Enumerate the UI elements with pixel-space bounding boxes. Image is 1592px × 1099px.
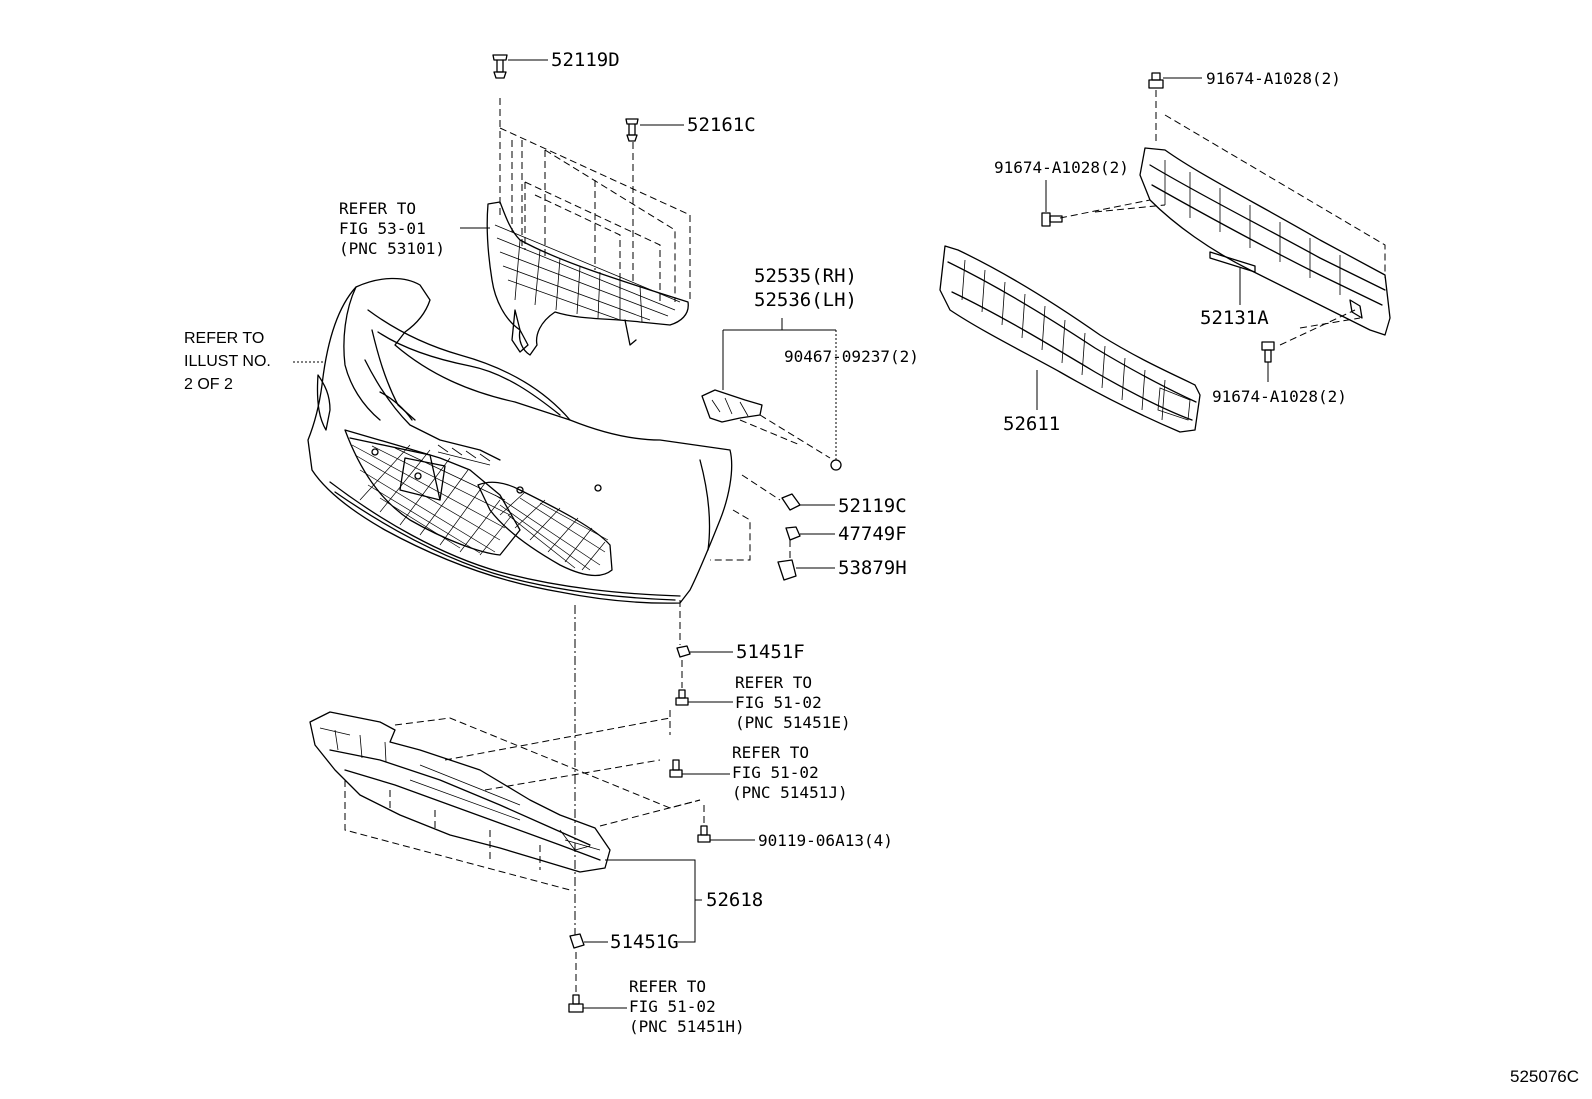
bolt-51451h	[568, 994, 627, 1013]
ref-illust-line1: REFER TO	[184, 330, 264, 347]
retainer-clip-hole	[830, 459, 842, 471]
reinforcement-guides	[1059, 90, 1386, 346]
ref-h-line2: FIG 51-02	[629, 997, 716, 1016]
bolt-91674-bot	[1261, 341, 1275, 382]
bolt-91674-mid	[1041, 180, 1063, 227]
radiator-grille	[486, 201, 689, 356]
leader-52618	[605, 859, 696, 943]
label-52618: 52618	[706, 889, 763, 911]
nut-51451g	[569, 933, 608, 949]
nut-51451f	[676, 645, 733, 658]
label-90119: 90119-06A13(4)	[758, 831, 893, 850]
nut-47749f	[785, 526, 835, 541]
clip-52119d	[492, 54, 548, 79]
label-52161c: 52161C	[687, 114, 756, 136]
ref-e-line3: (PNC 51451E)	[735, 713, 851, 732]
label-53879h: 53879H	[838, 557, 907, 579]
bolt-51451j	[669, 759, 730, 778]
ref-illust-line2: ILLUST NO.	[184, 353, 271, 370]
label-52119d: 52119D	[551, 49, 620, 71]
ref-j-line3: (PNC 51451J)	[732, 783, 848, 802]
ref-h-line1: REFER TO	[629, 977, 706, 996]
ref-grille-line3: (PNC 53101)	[339, 239, 445, 258]
label-52131a: 52131A	[1200, 307, 1269, 329]
bumper-reinforcement	[1139, 147, 1391, 336]
label-90467: 90467-09237(2)	[784, 347, 919, 366]
label-52119c: 52119C	[838, 495, 907, 517]
ref-j-line1: REFER TO	[732, 743, 809, 762]
ref-h-line3: (PNC 51451H)	[629, 1017, 745, 1036]
label-47749f: 47749F	[838, 523, 907, 545]
ref-j-line2: FIG 51-02	[732, 763, 819, 782]
retainer-53879h	[777, 559, 835, 581]
energy-absorber	[939, 245, 1201, 433]
bolt-90119	[697, 825, 755, 843]
ref-e-line2: FIG 51-02	[735, 693, 822, 712]
ref-e-line1: REFER TO	[735, 673, 812, 692]
bumper-side-retainer	[701, 318, 842, 471]
ref-grille-line2: FIG 53-01	[339, 219, 426, 238]
label-52535: 52535(RH)	[754, 265, 857, 287]
label-51451g: 51451G	[610, 931, 679, 953]
fastener-52119c	[781, 493, 835, 511]
bolt-91674-top	[1148, 72, 1202, 89]
figure-code: 525076C	[1510, 1067, 1579, 1086]
under-cover-guides	[344, 710, 701, 891]
fastener-guides-right	[710, 474, 791, 561]
label-52536: 52536(LH)	[754, 289, 857, 311]
engine-under-cover	[309, 711, 611, 873]
clip-52161c	[625, 118, 684, 142]
label-51451f: 51451F	[736, 641, 805, 663]
ref-illust-line3: 2 OF 2	[184, 376, 233, 393]
label-91674-mid: 91674-A1028(2)	[994, 158, 1129, 177]
grille-fastener-guides	[499, 98, 691, 305]
label-52611: 52611	[1003, 413, 1060, 435]
label-91674-top: 91674-A1028(2)	[1206, 69, 1341, 88]
label-91674-bot: 91674-A1028(2)	[1212, 387, 1347, 406]
bolt-51451e	[675, 689, 733, 706]
front-bumper-cover	[307, 277, 733, 604]
ref-grille-line1: REFER TO	[339, 199, 416, 218]
